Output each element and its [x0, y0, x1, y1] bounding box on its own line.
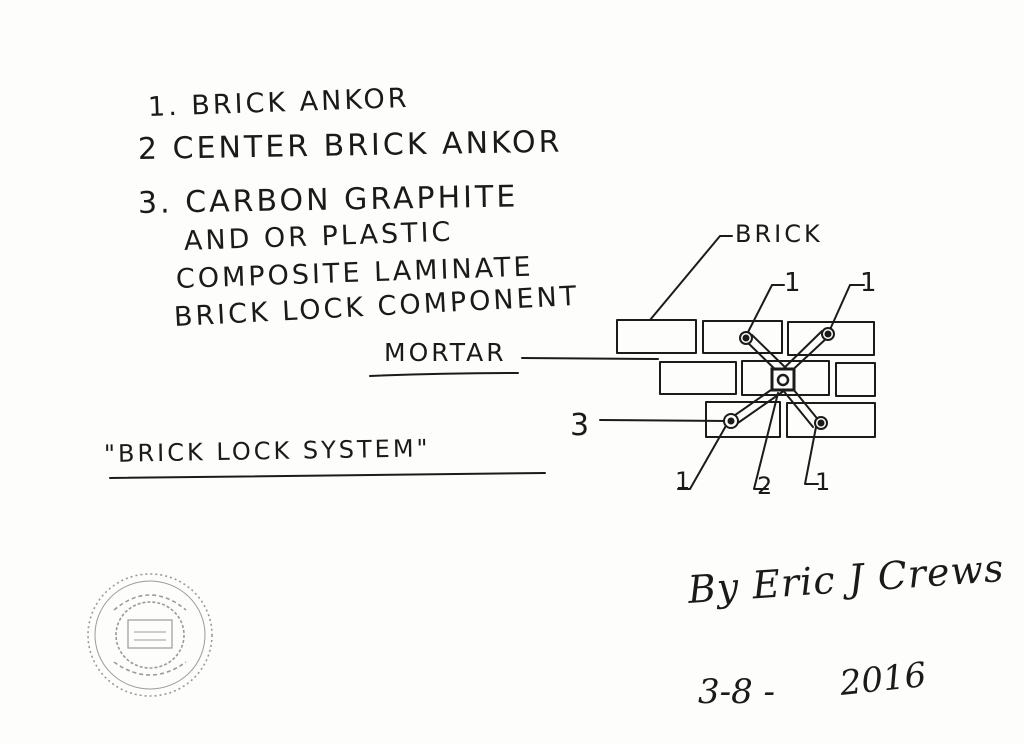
callout-1-bottom-right-label: 1: [815, 468, 831, 496]
brick-middle-1: [659, 361, 737, 395]
anchor-bottom-left-core: [727, 417, 735, 425]
brick-label: BRICK: [735, 220, 823, 248]
mortar-leader-line: [521, 357, 659, 360]
brick-top-3: [787, 321, 875, 356]
callout-1-bottom-right-leader: [804, 426, 819, 485]
lock-line-d: [779, 330, 823, 373]
center-brick-anchor-core: [776, 373, 790, 387]
anchor-bottom-right-core: [817, 419, 825, 427]
callout-1-top-left-label: 1: [784, 268, 801, 298]
callout-3-leader-line: [599, 419, 729, 422]
system-name-title: "BRICK LOCK SYSTEM": [103, 434, 431, 468]
callout-1-top-left-leader: [744, 284, 785, 339]
callout-1-top-right-leader: [827, 284, 865, 335]
signature-date-day: 3-8 -: [698, 672, 776, 712]
callout-2-label: 2: [757, 472, 773, 500]
brick-top-2: [702, 320, 783, 354]
anchor-top-left-core: [742, 334, 750, 342]
system-name-underline: [109, 472, 546, 479]
mortar-underline: [369, 372, 519, 377]
lock-line-b: [751, 334, 791, 373]
lock-line-f: [734, 387, 789, 426]
brick-top-1: [616, 319, 697, 354]
corporate-seal-icon: [87, 573, 213, 697]
callout-2-leader: [753, 392, 779, 490]
lock-line-h: [781, 388, 814, 428]
brick-bottom-1: [705, 401, 781, 438]
anchor-top-right-core: [824, 330, 832, 338]
mortar-label: MORTAR: [384, 338, 507, 367]
callout-3-label: 3: [570, 408, 590, 443]
brick-middle-2: [741, 360, 830, 396]
callout-1-bottom-left-leader: [677, 423, 728, 490]
brick-middle-3: [835, 362, 876, 397]
callout-1-top-right-label: 1: [860, 268, 877, 298]
brick-leader-line: [649, 235, 733, 321]
brick-bottom-2: [786, 402, 876, 438]
callout-1-bottom-left-label: 1: [675, 467, 691, 495]
